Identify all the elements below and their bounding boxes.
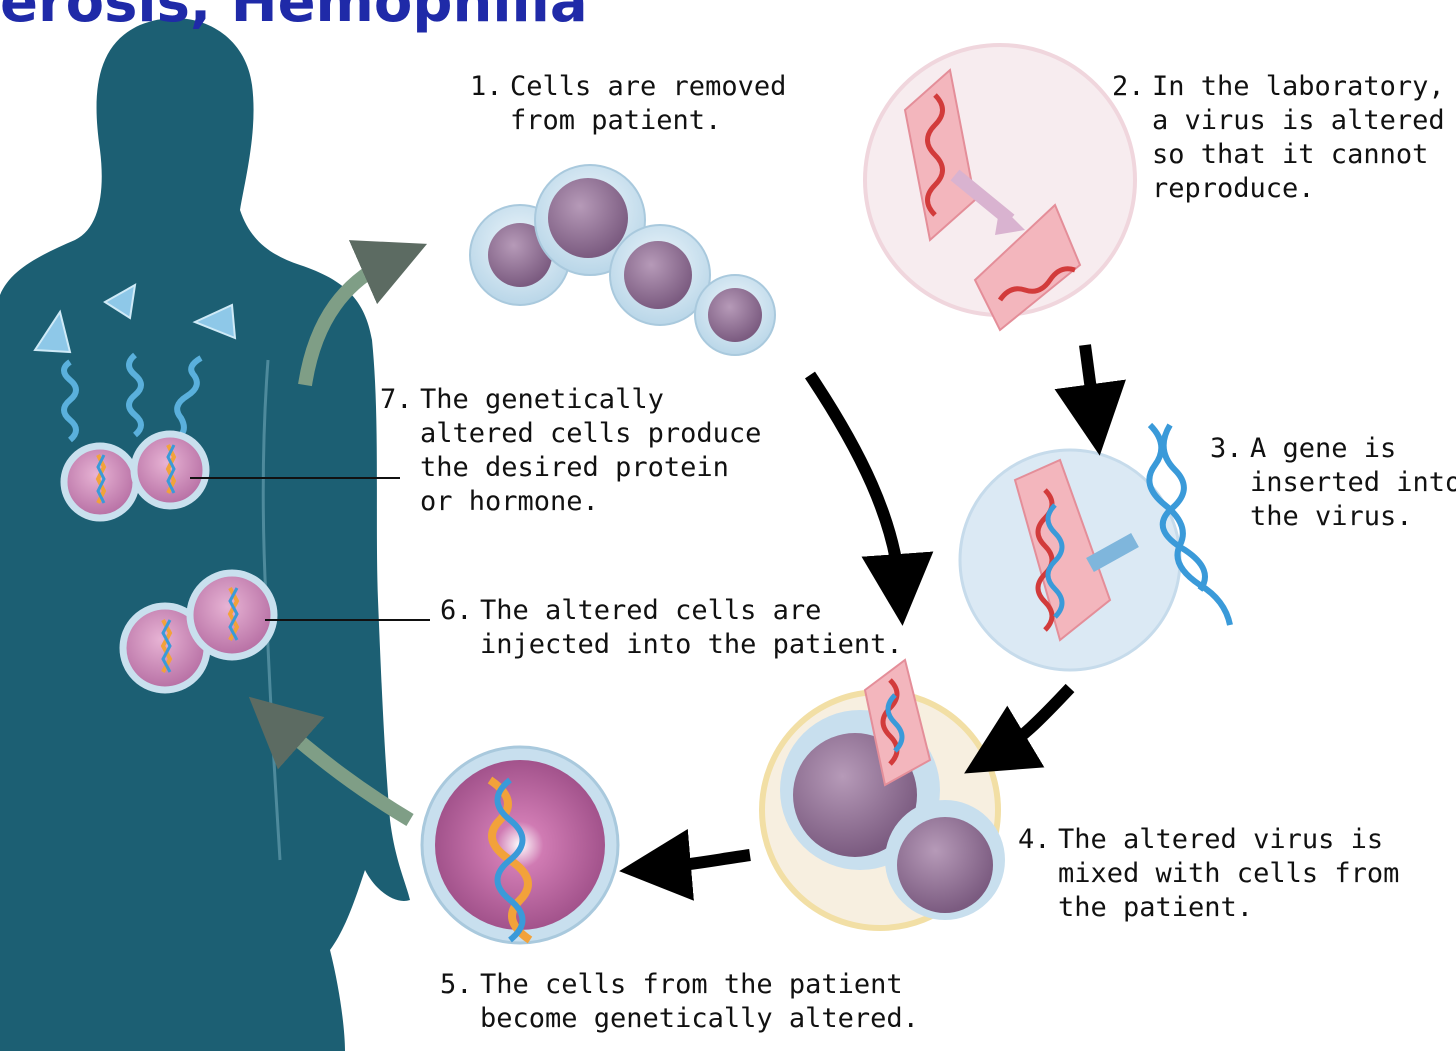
step-4-caption: 4.The altered virus is mixed with cells … (1018, 823, 1399, 925)
step-1-line-2: from patient. (470, 104, 786, 138)
altered-cell-circle (422, 747, 618, 943)
step-2-caption: 2.In the laboratory, a virus is altered … (1112, 70, 1445, 206)
arrow-step2-to-step3 (1085, 345, 1095, 420)
step-3-line-2: inserted into (1210, 466, 1456, 500)
step-1-number: 1. (470, 70, 510, 104)
step-5-number: 5. (440, 968, 480, 1002)
step-7-caption: 7.The genetically altered cells produce … (380, 383, 761, 519)
step-1-line-1: Cells are removed (510, 71, 786, 102)
step-3-line-1: A gene is (1250, 433, 1396, 464)
step-7-line-3: the desired protein (380, 451, 761, 485)
step-7-line-4: or hormone. (380, 485, 761, 519)
step-6-number: 6. (440, 594, 480, 628)
step-3-number: 3. (1210, 432, 1250, 466)
step-2-line-1: In the laboratory, (1152, 71, 1445, 102)
step-3-line-3: the virus. (1210, 500, 1456, 534)
step-4-number: 4. (1018, 823, 1058, 857)
step-4-line-3: the patient. (1018, 891, 1399, 925)
mixing-circle (762, 660, 1005, 928)
step-6-line-1: The altered cells are (480, 595, 821, 626)
step-4-line-2: mixed with cells from (1018, 857, 1399, 891)
step-5-line-2: become genetically altered. (440, 1002, 919, 1036)
arrow-step3-to-step4 (995, 688, 1070, 755)
page-title: erosis, Hemophilia (0, 0, 588, 35)
step-7-number: 7. (380, 383, 420, 417)
step-5-caption: 5.The cells from the patient become gene… (440, 968, 919, 1036)
step-2-line-4: reproduce. (1112, 172, 1445, 206)
step-3-caption: 3.A gene is inserted into the virus. (1210, 432, 1456, 534)
removed-cells (470, 165, 775, 355)
step-2-line-3: so that it cannot (1112, 138, 1445, 172)
arrow-step1-to-step6 (810, 375, 900, 590)
body-silhouette (0, 18, 410, 1051)
step-6-line-2: injected into the patient. (440, 628, 903, 662)
step-4-line-1: The altered virus is (1058, 824, 1383, 855)
step-7-line-1: The genetically (420, 384, 664, 415)
virus-alteration-circle (865, 45, 1135, 330)
step-6-caption: 6.The altered cells are injected into th… (440, 594, 903, 662)
step-2-number: 2. (1112, 70, 1152, 104)
step-5-line-1: The cells from the patient (480, 969, 903, 1000)
step-1-caption: 1.Cells are removed from patient. (470, 70, 786, 138)
step-7-line-2: altered cells produce (380, 417, 761, 451)
step-2-line-2: a virus is altered (1112, 104, 1445, 138)
arrow-step4-to-step5 (655, 855, 750, 868)
